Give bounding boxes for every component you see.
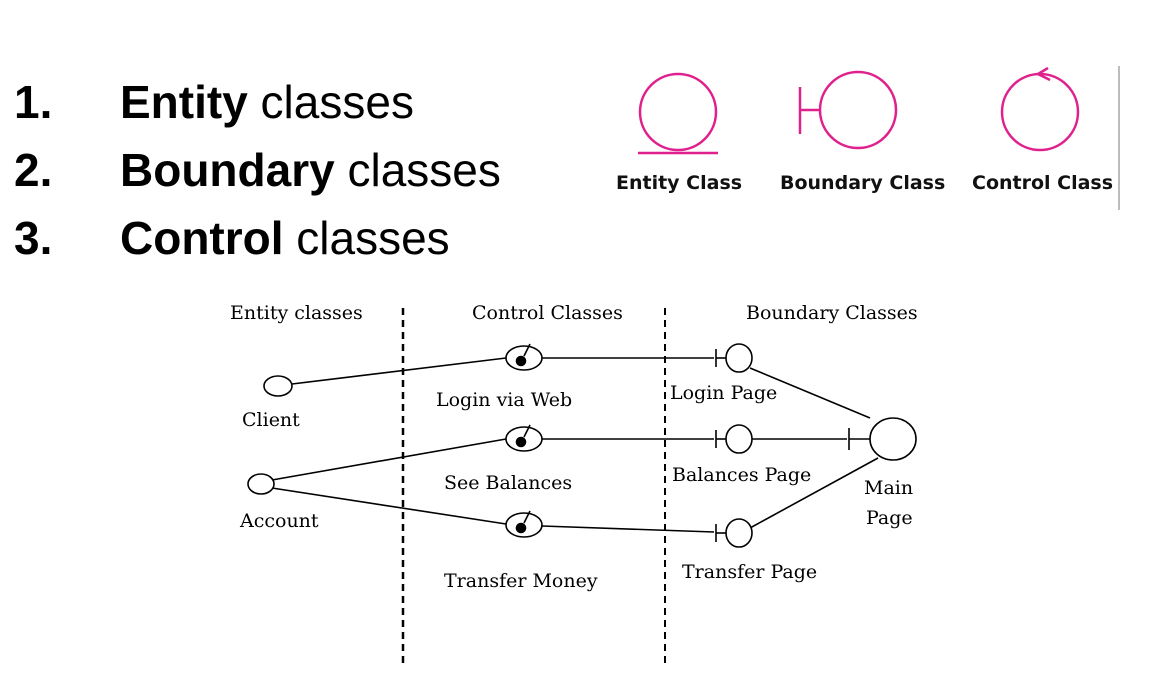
see-balances-label: See Balances [444,472,572,494]
balances-control-icon [505,424,543,452]
list-number: 3. [14,212,53,264]
legend-divider [1118,66,1120,210]
client-label: Client [242,409,300,431]
list-rest: classes [334,144,501,196]
account-entity-icon [247,473,275,495]
analysis-class-diagram: Entity classes Control Classes Boundary … [230,302,918,668]
login-page-label: Login Page [670,382,777,404]
list-rest: classes [247,76,414,128]
control-class-label: Control Class [972,172,1114,194]
boundary-class-icon [798,70,898,150]
transfer-money-label: Transfer Money [444,570,598,592]
account-label: Account [239,510,319,532]
stereotype-legend: Entity Class Boundary Class Control Clas… [600,62,1130,212]
boundary-class-label: Boundary Class [780,172,946,194]
client-entity-icon [263,375,293,397]
association-client-login [291,357,507,385]
transfer-control-icon [505,510,543,538]
login-page-boundary-icon [715,343,753,373]
list-term: Boundary [120,144,335,196]
list-number: 2. [14,144,53,196]
list-term: Control [120,212,284,264]
control-class-icon [1000,66,1080,152]
list-rest: classes [283,212,450,264]
entity-class-label: Entity Class [616,172,743,194]
login-control-icon [505,343,543,371]
main-page-label-line1: Main [864,477,913,499]
boundary-classes-header: Boundary Classes [746,302,918,324]
main-page-boundary-icon [848,417,917,461]
transfer-page-boundary-icon [715,518,753,548]
association-transferpage-mainpage [749,457,879,529]
list-term: Entity [120,76,248,128]
control-classes-header: Control Classes [472,302,623,324]
legend-icons [638,66,1080,155]
balances-page-boundary-icon [715,424,753,454]
main-page-label-line2: Page [866,507,913,529]
association-account-balances [271,438,507,481]
association-transfer-transferpage [541,525,715,533]
login-via-web-label: Login via Web [436,389,572,411]
list-number: 1. [14,76,53,128]
transfer-page-label: Transfer Page [682,561,817,583]
entity-class-icon [638,72,718,155]
balances-page-label: Balances Page [672,464,811,486]
association-account-transfer [271,487,507,525]
entity-classes-header: Entity classes [230,302,363,324]
association-loginpage-mainpage [749,367,871,419]
